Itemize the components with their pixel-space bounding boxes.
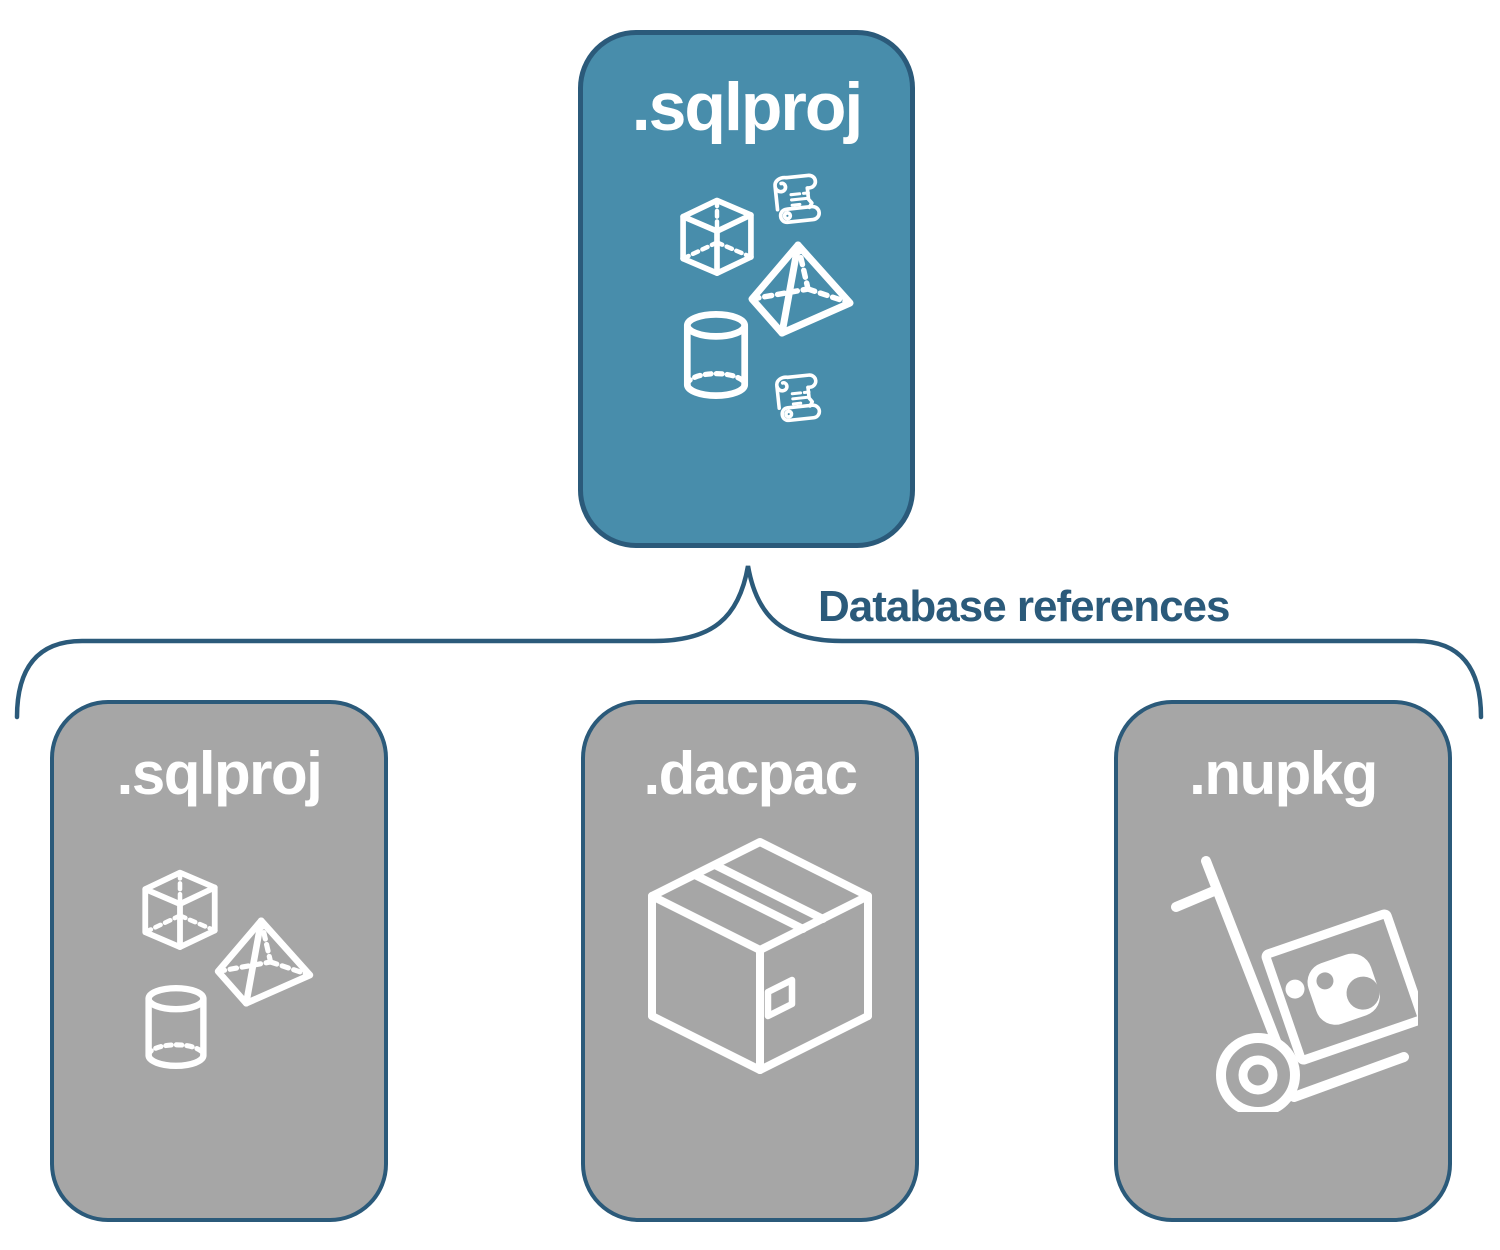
node-title: .sqlproj: [631, 69, 864, 145]
scroll-icon: [773, 173, 821, 225]
node-dacpac: .dacpac: [581, 700, 919, 1222]
node-sqlproj-child: .sqlproj: [50, 700, 388, 1222]
cube-icon: [680, 197, 754, 276]
scroll-icon: [775, 373, 822, 423]
nuget-package-icon: [1261, 909, 1418, 1065]
pyramid-icon: [214, 917, 314, 1007]
hand-truck-icon: [1171, 856, 1418, 1112]
pyramid-icon: [748, 241, 854, 337]
node-sqlproj-root: .sqlproj: [578, 30, 915, 548]
node-title: .sqlproj: [116, 740, 323, 807]
cube-icon: [142, 869, 218, 950]
cylinder-icon: [145, 985, 207, 1069]
cylinder-icon: [683, 311, 749, 399]
node-title: .nupkg: [1189, 740, 1378, 807]
node-title: .dacpac: [643, 740, 858, 807]
package-box-icon: [648, 838, 872, 1074]
node-nupkg: .nupkg: [1114, 700, 1452, 1222]
connector-label: Database references: [818, 582, 1230, 631]
